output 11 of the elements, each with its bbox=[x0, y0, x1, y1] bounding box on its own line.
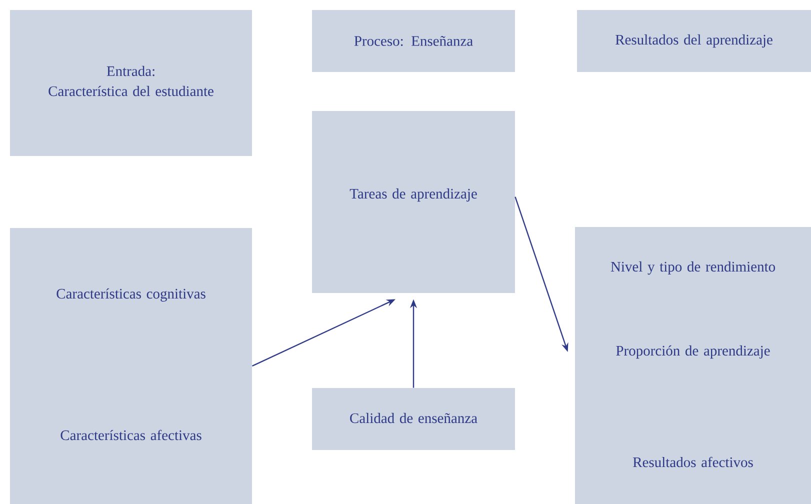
box-text: Entrada: bbox=[106, 66, 154, 76]
box-text: Nivel y tipo de rendimiento bbox=[610, 261, 776, 275]
box-text: Tareas de aprendizaje bbox=[350, 188, 477, 202]
box-text: Resultados afectivos bbox=[633, 456, 753, 468]
box-text: Características cognitivas bbox=[56, 288, 206, 302]
box-text: Calidad de enseñanza bbox=[350, 412, 478, 424]
box-text: Característica del estudiante bbox=[48, 86, 214, 96]
box-text: Resultados del aprendizaje bbox=[616, 34, 772, 48]
box-text: Proceso: Enseñanza bbox=[354, 36, 473, 46]
box-text: Características afectivas bbox=[60, 430, 202, 440]
box-text: Proporción de aprendizaje bbox=[616, 345, 770, 359]
